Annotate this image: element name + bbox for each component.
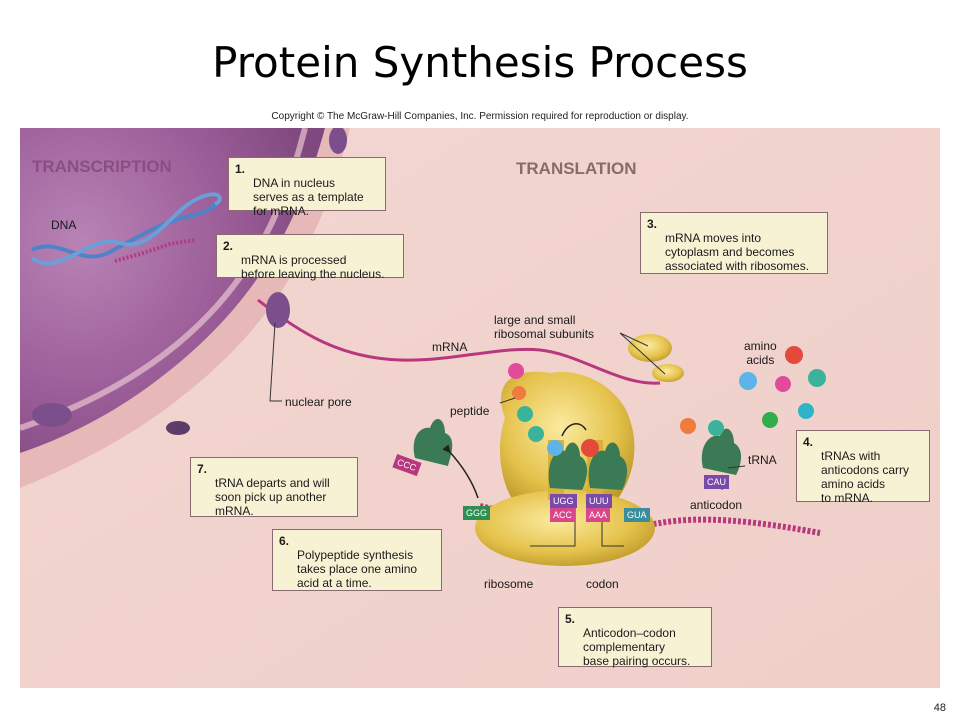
label-anticodon: anticodon	[690, 498, 743, 512]
bases-incoming-anticodon: CAU	[704, 475, 730, 489]
step-text: Polypeptide synthesis takes place one am…	[297, 548, 418, 590]
ribosomal-subunit-small	[652, 364, 684, 382]
label-nuclear-pore: nuclear pore	[285, 395, 352, 409]
step-number: 4.	[803, 435, 814, 449]
step-text: tRNA departs and will soon pick up anoth…	[215, 476, 330, 518]
step-box-4: 4. tRNAs with anticodons carry amino acid…	[796, 430, 930, 505]
copyright-notice: Copyright © The McGraw-Hill Companies, I…	[271, 111, 689, 122]
protein-synthesis-figure: TRANSCRIPTION TRANSLATION 1. DNA in nucle…	[20, 128, 940, 688]
step-box-3: 3. mRNA moves into cytoplasm and becomes …	[640, 212, 828, 274]
departure-arrowhead	[442, 444, 451, 454]
section-transcription: TRANSCRIPTION	[32, 157, 172, 176]
page-number: 48	[933, 702, 946, 714]
step-number: 5.	[565, 612, 576, 626]
nuclear-pore-shapes	[32, 128, 347, 435]
step-box-7: 7. tRNA departs and will soon pick up ano…	[190, 457, 358, 518]
step-text: DNA in nucleus serves as a template for …	[253, 176, 364, 218]
label-amino-acids: amino acids	[744, 339, 777, 367]
bases-codon-right: AAA	[586, 508, 611, 522]
slide-title: Protein Synthesis Process	[212, 38, 748, 87]
trna-shapes	[413, 418, 742, 490]
step-text: Anticodon–codon complementary base pairi…	[583, 626, 691, 668]
step-box-6: 6. Polypeptide synthesis takes place one …	[272, 529, 442, 591]
step-box-2: 2. mRNA is processed before leaving the n…	[216, 234, 404, 281]
step-text: mRNA is processed before leaving the nuc…	[241, 253, 385, 281]
step-number: 6.	[279, 534, 290, 548]
departure-arrow	[447, 449, 479, 499]
label-dna: DNA	[51, 218, 77, 232]
peptide-transfer-arrow	[561, 423, 587, 437]
step-box-5: 5. Anticodon–codon complementary base pai…	[558, 607, 712, 668]
step-text: tRNAs with anticodons carry amino acids …	[821, 449, 910, 505]
bases-anticodon-right: UUU	[586, 494, 612, 508]
label-mrna: mRNA	[432, 340, 468, 354]
step-number: 1.	[235, 162, 246, 176]
mrna-strand	[257, 298, 661, 385]
step-number: 2.	[223, 239, 234, 253]
step-text: mRNA moves into cytoplasm and becomes as…	[665, 231, 810, 273]
bases-anticodon-left: UGG	[550, 494, 577, 508]
amino-acid-beads	[508, 346, 826, 457]
label-ribosome: ribosome	[484, 577, 534, 591]
label-codon: codon	[586, 577, 619, 591]
label-ribosomal-subunits: large and small ribosomal subunits	[494, 313, 595, 341]
step-number: 7.	[197, 462, 208, 476]
mrna-strand-lower	[479, 503, 821, 536]
label-trna: tRNA	[748, 453, 777, 467]
section-translation: TRANSLATION	[516, 159, 637, 178]
label-peptide: peptide	[450, 404, 490, 418]
ribosomal-subunit-large	[628, 334, 672, 362]
step-number: 3.	[647, 217, 658, 231]
subunits-pointer	[619, 332, 666, 375]
step-box-1: 1. DNA in nucleus serves as a template fo…	[228, 157, 386, 218]
bases-exit-codon: GGG	[463, 506, 491, 520]
dna-helix	[30, 192, 222, 266]
bases-codon-left: ACC	[550, 508, 576, 522]
bases-next-codon: GUA	[624, 508, 650, 522]
